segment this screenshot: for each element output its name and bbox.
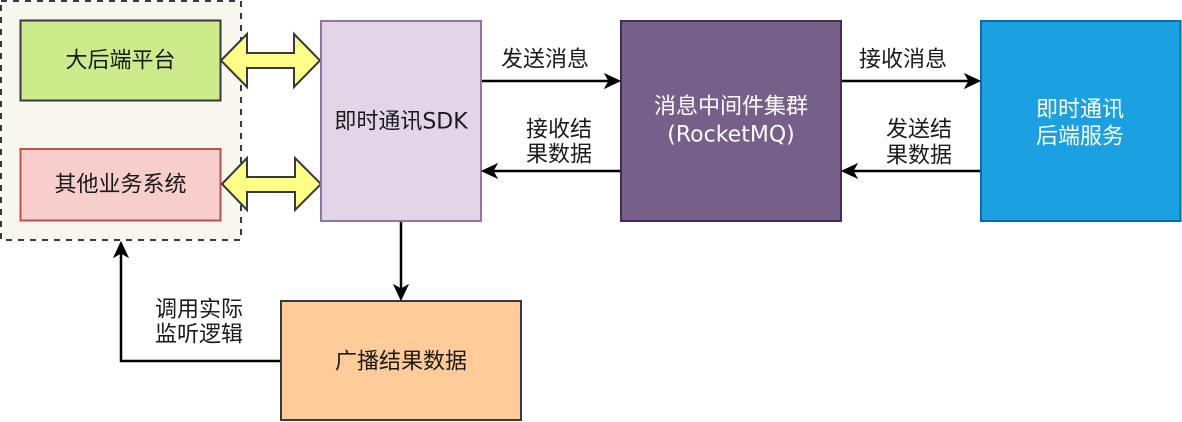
- edge-label-line-1: 发送结: [886, 118, 952, 143]
- edge-label: 发送消息: [501, 48, 589, 73]
- edge-label: 接收消息: [859, 48, 947, 73]
- edge-mq-to-backend[interactable]: 接收消息: [842, 48, 982, 90]
- arrowhead-icon: [840, 162, 859, 180]
- edge-broadcast-to-group[interactable]: 调用实际 监听逻辑: [112, 240, 280, 363]
- node-label-line-1: 消息中间件集群: [654, 95, 808, 120]
- node-label: 其他业务系统: [54, 173, 186, 198]
- edge-sdk-to-broadcast[interactable]: [392, 222, 410, 302]
- node-im-backend[interactable]: 即时通讯 后端服务: [980, 20, 1182, 222]
- edge-backend-to-mq[interactable]: 发送结 果数据: [840, 118, 980, 180]
- node-label: 大后端平台: [65, 49, 175, 74]
- arrowhead-icon: [480, 162, 499, 180]
- edge-label-line-2: 果数据: [886, 144, 952, 169]
- node-label: 即时通讯SDK: [334, 110, 468, 135]
- node-label-line-2: 后端服务: [1036, 125, 1124, 150]
- node-label-line-2: (RocketMQ): [667, 123, 794, 148]
- edge-mq-to-sdk[interactable]: 接收结 果数据: [480, 118, 620, 180]
- arrowhead-icon: [112, 240, 130, 259]
- node-big-backend-platform[interactable]: 大后端平台: [19, 19, 222, 102]
- node-mq-cluster[interactable]: 消息中间件集群 (RocketMQ): [620, 20, 842, 222]
- node-im-sdk[interactable]: 即时通讯SDK: [320, 20, 482, 222]
- node-other-business-systems[interactable]: 其他业务系统: [19, 148, 222, 222]
- edge-sdk-to-mq[interactable]: 发送消息: [482, 48, 622, 90]
- arrowhead-icon: [603, 72, 622, 90]
- node-broadcast-result[interactable]: 广播结果数据: [280, 300, 522, 421]
- edge-label-line-1: 调用实际: [155, 298, 243, 323]
- edge-label-line-2: 果数据: [526, 143, 592, 168]
- arrowhead-icon: [392, 283, 410, 302]
- node-label-line-1: 即时通讯: [1036, 98, 1124, 123]
- node-label: 广播结果数据: [335, 350, 467, 375]
- edge-label-line-2: 监听逻辑: [155, 323, 243, 348]
- arrowhead-icon: [963, 72, 982, 90]
- edge-label-line-1: 接收结: [526, 118, 592, 143]
